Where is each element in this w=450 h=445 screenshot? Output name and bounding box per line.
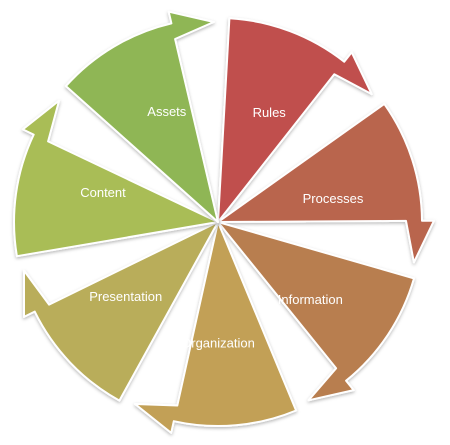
- segment-information: [217, 221, 415, 402]
- cycle-segments: [13, 10, 435, 434]
- segment-processes: [217, 102, 435, 264]
- segment-label-content: Content: [80, 185, 126, 200]
- segment-label-processes: Processes: [303, 191, 364, 206]
- segment-content: [13, 99, 219, 258]
- segment-label-assets: Assets: [147, 104, 187, 119]
- segment-label-presentation: Presentation: [89, 289, 162, 304]
- segment-label-information: Information: [278, 292, 343, 307]
- segment-organization: [134, 221, 298, 434]
- segment-assets: [64, 10, 219, 223]
- segment-label-organization: Organization: [181, 335, 255, 350]
- segment-label-rules: Rules: [253, 105, 287, 120]
- segment-rules: [217, 17, 373, 223]
- segment-presentation: [23, 221, 219, 402]
